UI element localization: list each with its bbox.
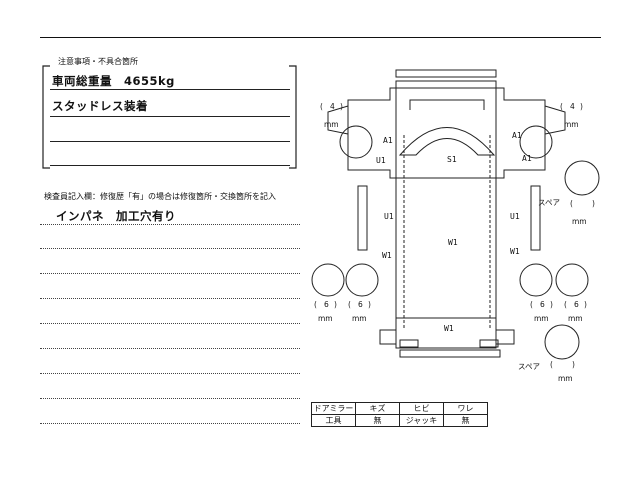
notes-bracket [42,65,297,169]
tire-rear-r1-paren: ( [530,300,533,309]
tire-rear-l1-paren: ) [334,300,337,309]
tire-front-left [339,125,373,159]
tire-front-left-paren: ( [320,102,323,111]
front-bumper-lower [395,80,497,89]
rear-light-right [479,339,499,348]
acc-header-cell: キズ [355,402,400,415]
cab-inner-top [409,99,485,110]
mark-u1-right: U1 [510,212,520,221]
spare-2-unit: mm [558,374,573,383]
tire-front-right-unit: mm [564,120,579,129]
mark-u1-left: U1 [376,156,386,165]
front-bumper [395,69,497,78]
notes-title: 注意事項・不具合箇所 [58,57,138,66]
tire-rear-l2-paren: ) [368,300,371,309]
tire-rear-r2-value: 6 [574,300,579,309]
tire-front-left-paren: ) [340,102,343,111]
cargo-body [395,87,497,349]
tire-rear-r1-paren: ) [550,300,553,309]
tire-rear-r1-value: 6 [540,300,545,309]
acc-header-cell: ヒビ [399,402,444,415]
mark-a1-right-2: A1 [522,154,532,163]
acc-header-cell: ワレ [443,402,488,415]
inspector-rule [40,298,300,299]
inspector-rule [40,273,300,274]
spare-2-paren: ) [572,360,575,369]
tire-front-right-paren: ) [580,102,583,111]
tire-rear-r2-paren: ( [564,300,567,309]
mark-a1-right: A1 [512,131,522,140]
inspector-rule [40,423,300,424]
tire-rear-right-inner [519,263,553,297]
inspector-title: 検査員記入欄：修復歴「有」の場合は修復箇所・交換箇所を記入 [44,192,276,201]
accessories-header-row: ドアミラー キズ ヒビ ワレ [311,402,488,415]
right-mirror [544,105,566,135]
mark-w1-right: W1 [510,247,520,256]
spare-1-paren: ( [570,199,573,208]
tire-spare-1 [564,160,600,196]
tire-rear-left-inner [345,263,379,297]
vehicle-damage-diagram: ( 4 ) mm ( 4 ) mm スペア ( ) mm ( 6 ) mm ( … [311,69,600,383]
rear-bumper [399,349,501,358]
tire-rear-r2-paren: ) [584,300,587,309]
notes-line-2: スタッドレス装着 [52,99,148,113]
acc-value-cell: ジャッキ [399,414,444,427]
cab-outline [347,87,546,179]
tire-rear-left-outer [311,263,345,297]
notes-rule [50,141,290,142]
spare-1-label: スペア [538,198,560,207]
rear-light-left [399,339,419,348]
tire-rear-l2-value: 6 [358,300,363,309]
windshield [398,127,496,156]
tire-front-right-paren: ( [560,102,563,111]
tire-front-right-value: 4 [570,102,575,111]
tire-front-left-value: 4 [330,102,335,111]
mark-a1-left: A1 [383,136,393,145]
left-rear-corner [379,329,397,345]
notes-rule [50,165,290,166]
inspector-rule [40,348,300,349]
mark-w1-center: W1 [448,238,458,247]
left-side-rail [357,185,368,251]
notes-rule [50,89,290,90]
left-mirror [327,105,349,135]
top-rule [40,37,601,38]
acc-value-cell: 工具 [311,414,356,427]
spare-1-unit: mm [572,217,587,226]
right-rear-corner [495,329,515,345]
mark-w1-rear: W1 [444,324,454,333]
spare-2-label: スペア [518,362,540,371]
tire-front-right [519,125,553,159]
mark-u1-left-2: U1 [384,212,394,221]
inspector-rule [40,323,300,324]
notes-rule [50,116,290,117]
accessories-table: ドアミラー キズ ヒビ ワレ 工具 無 ジャッキ 無 [311,402,488,427]
tire-rear-l2-unit: mm [352,314,367,323]
acc-value-cell: 無 [443,414,488,427]
inspector-rule [40,224,300,225]
acc-header-cell: ドアミラー [311,402,356,415]
tire-rear-l1-unit: mm [318,314,333,323]
spare-2-paren: ( [550,360,553,369]
tire-rear-l2-paren: ( [348,300,351,309]
tire-rear-right-outer [555,263,589,297]
accessories-value-row: 工具 無 ジャッキ 無 [311,414,488,427]
tire-rear-l1-paren: ( [314,300,317,309]
spare-1-paren: ) [592,199,595,208]
tire-front-left-unit: mm [324,120,339,129]
inspector-line-1: インパネ 加工穴有り [56,209,176,223]
inspector-rule [40,248,300,249]
inspector-rule [40,398,300,399]
tire-rear-r1-unit: mm [534,314,549,323]
inspector-rule [40,373,300,374]
tire-rear-r2-unit: mm [568,314,583,323]
mark-s1: S1 [447,155,457,164]
acc-value-cell: 無 [355,414,400,427]
notes-line-1: 車両総重量 4655kg [52,74,175,88]
right-side-rail [530,185,541,251]
mark-w1-left: W1 [382,251,392,260]
tire-rear-l1-value: 6 [324,300,329,309]
tire-spare-2 [544,324,580,360]
